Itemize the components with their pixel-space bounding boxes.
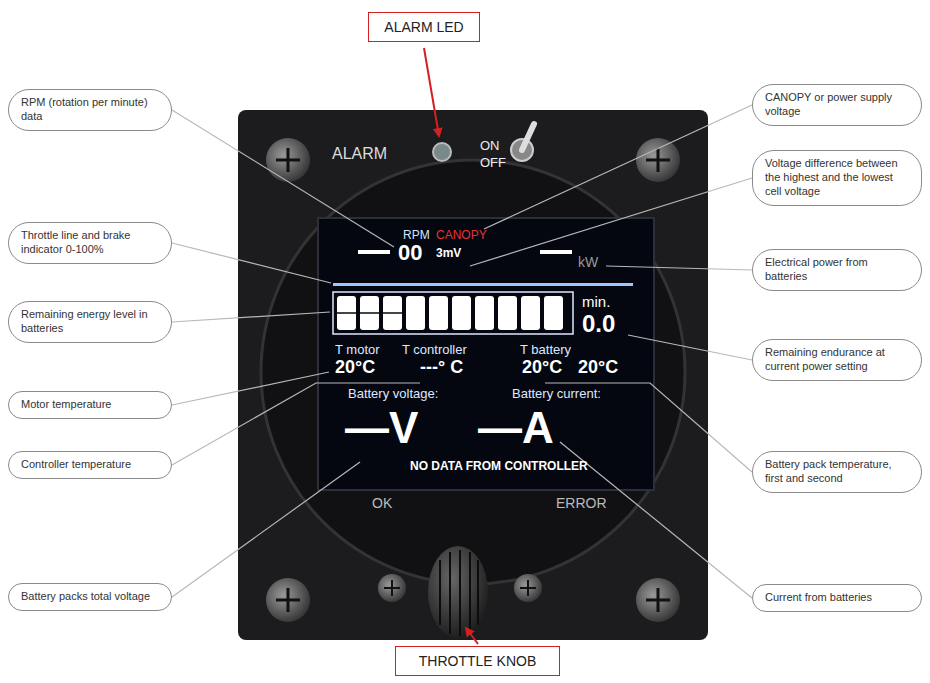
display-readout: 00: [398, 241, 422, 265]
callout-text: Battery packs total voltage: [21, 590, 159, 604]
callout-text: RPM (rotation per minute) data: [21, 96, 159, 124]
lcd-screen: [318, 218, 654, 490]
callout-box: Throttle line and brake indicator 0-100%: [8, 222, 172, 264]
callout-box: Remaining energy level in batteries: [8, 301, 172, 343]
callout-box: Voltage difference between the highest a…: [752, 150, 922, 205]
callout-text: Motor temperature: [21, 398, 159, 412]
callout-box: RPM (rotation per minute) data: [8, 89, 172, 131]
display-readout: kW: [578, 255, 598, 270]
callout-text: Remaining energy level in batteries: [21, 308, 159, 336]
callout-text: Voltage difference between the highest a…: [765, 157, 909, 198]
display-readout: ---° C: [420, 358, 463, 378]
display-readout: —V: [345, 404, 418, 452]
panel-marking: ALARM: [332, 145, 387, 163]
leader-line: [172, 312, 330, 322]
callout-box: Controller temperature: [8, 451, 172, 479]
toggle-switch: [511, 124, 534, 161]
callout-text: ALARM LED: [379, 19, 469, 36]
display-readout: 20°C: [522, 358, 562, 378]
screws: [266, 138, 680, 622]
callout-box: Battery packs total voltage: [8, 583, 172, 611]
part-label-box: THROTTLE KNOB: [395, 646, 560, 677]
display-readout: T battery: [520, 343, 571, 357]
display-readout: —A: [478, 404, 554, 452]
display-readout: 3mV: [436, 247, 461, 260]
display-readout: CANOPY: [436, 229, 487, 242]
display-readout: T motor: [335, 343, 380, 357]
display-readout: 20°C: [335, 358, 375, 378]
leader-line: [606, 266, 752, 270]
callout-box: Electrical power from batteries: [752, 249, 922, 291]
part-label-box: ALARM LED: [368, 12, 480, 43]
leader-line: [470, 178, 752, 266]
callout-text: Remaining endurance at current power set…: [765, 346, 909, 374]
leader-line: [484, 105, 752, 229]
display-readout: 20°C: [578, 358, 618, 378]
callout-text: THROTTLE KNOB: [406, 653, 549, 670]
leader-line: [172, 110, 394, 247]
callout-box: Remaining endurance at current power set…: [752, 339, 922, 381]
callout-text: Electrical power from batteries: [765, 256, 909, 284]
leader-line: [172, 462, 360, 597]
panel-marking: OFF: [480, 156, 506, 170]
panel-marking: ON: [480, 139, 500, 153]
throttle-knob: [428, 546, 488, 638]
display-readout: 0.0: [582, 311, 615, 337]
callout-text: Controller temperature: [21, 458, 159, 472]
callout-text: Current from batteries: [765, 591, 909, 605]
display-readout: min.: [582, 294, 610, 311]
callout-text: Battery pack temperature, first and seco…: [765, 458, 909, 486]
bezel: [238, 110, 708, 640]
display-readout: T controller: [402, 343, 467, 357]
alarm-led: [433, 143, 451, 161]
display-readout: Battery current:: [512, 387, 601, 401]
panel-marking: ERROR: [556, 496, 607, 511]
display-readout: NO DATA FROM CONTROLLER: [410, 460, 588, 473]
leader-line: [628, 335, 752, 360]
bezel-ring: [261, 160, 685, 584]
callout-text: CANOPY or power supply voltage: [765, 91, 909, 119]
callout-box: Battery pack temperature, first and seco…: [752, 451, 922, 493]
leader-line: [172, 243, 331, 283]
display-readout: Battery voltage:: [348, 387, 438, 401]
callout-box: Motor temperature: [8, 391, 172, 419]
panel-marking: OK: [372, 496, 392, 511]
callout-box: CANOPY or power supply voltage: [752, 84, 922, 126]
leader-line: [560, 442, 752, 598]
callout-text: Throttle line and brake indicator 0-100%: [21, 229, 159, 257]
red-arrow: [466, 628, 478, 644]
red-arrow: [424, 48, 439, 136]
callout-box: Current from batteries: [752, 584, 922, 612]
